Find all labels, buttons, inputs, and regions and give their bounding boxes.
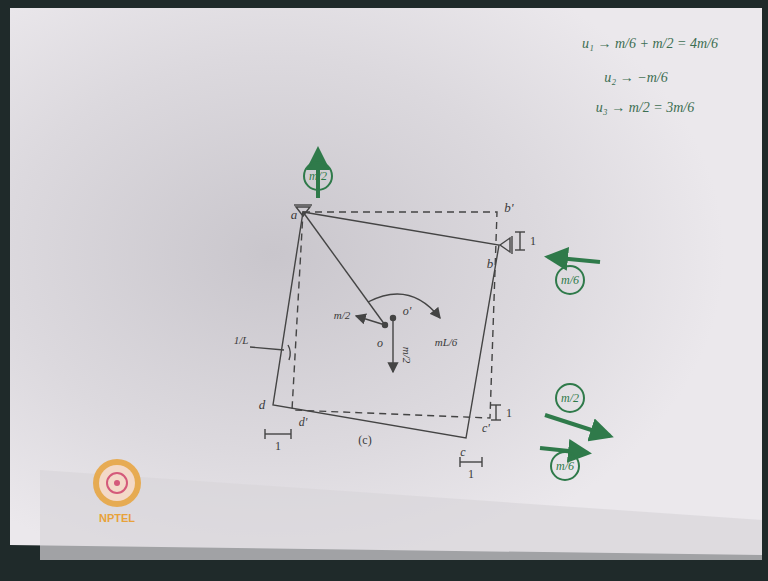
- point-label: d: [259, 398, 266, 411]
- value-text: m/2: [561, 391, 579, 406]
- diagonal-line: [303, 212, 385, 325]
- equation: u₁ → m/6 + m/2 = 4m/6: [582, 37, 718, 51]
- equation: u₃ → m/2 = 3m/6: [596, 101, 694, 115]
- nptel-logo: [93, 459, 141, 507]
- solid-square: [273, 212, 499, 438]
- force-label: m/2: [334, 310, 351, 321]
- angle-label: 1/L: [234, 335, 249, 346]
- dashed-square: [292, 212, 497, 418]
- point-label: o': [403, 305, 412, 317]
- force-label: m/2: [401, 347, 412, 364]
- dimension-number: 1: [506, 407, 512, 419]
- point-label: b: [487, 257, 494, 270]
- logo-text: NPTEL: [99, 513, 135, 524]
- point-label: a: [291, 208, 298, 221]
- point-label: c: [460, 446, 465, 458]
- dimension-number: 1: [530, 235, 536, 247]
- point-label: d': [299, 416, 308, 428]
- value-text: m/2: [309, 169, 327, 184]
- circled-value: m/2: [303, 161, 333, 191]
- point-label: b': [504, 201, 513, 214]
- value-text: m/6: [561, 273, 579, 288]
- point-label: o: [377, 337, 383, 349]
- moment-label: mL/6: [435, 337, 458, 348]
- point-label: c': [482, 422, 490, 434]
- value-text: m/6: [556, 459, 574, 474]
- circled-value: m/6: [555, 265, 585, 295]
- dimension-number: 1: [275, 440, 281, 452]
- circled-value: m/2: [555, 383, 585, 413]
- figure-tag: (c): [358, 434, 371, 446]
- paper-sheet: [10, 8, 762, 555]
- dimension-number: 1: [468, 468, 474, 480]
- equation: u₂ → −m/6: [604, 71, 667, 85]
- circled-value: m/6: [550, 451, 580, 481]
